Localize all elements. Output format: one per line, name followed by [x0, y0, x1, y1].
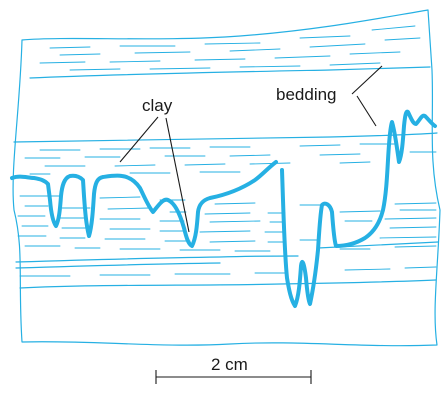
bedding-plane-lower-b: [15, 262, 221, 269]
hatching-middle-layer: [24, 143, 437, 175]
label-bedding: bedding: [276, 85, 337, 104]
clay-seam-right: [280, 109, 437, 308]
clay-drapes: [10, 109, 437, 308]
hatching-top-layer: [39, 25, 421, 71]
leader-clay-right: [165, 117, 190, 233]
leader-bedding: [351, 65, 383, 127]
clay-seam-left: [10, 160, 278, 248]
bedding-plane-base: [19, 279, 437, 289]
leader-clay-left: [119, 116, 159, 163]
bedding-plane-middle: [13, 132, 438, 143]
label-clay: clay: [142, 96, 173, 115]
scale-bar-label: 2 cm: [211, 355, 248, 374]
bedding-plane-right: [317, 241, 439, 249]
bedding-plane-lower-a: [15, 255, 299, 263]
bedding-plane-upper: [29, 66, 431, 79]
hatching-lower-layer: [17, 195, 437, 277]
block-outline: [12, 9, 441, 347]
scale-bar: 2 cm: [155, 355, 312, 384]
scale-bar-line: [155, 370, 312, 384]
